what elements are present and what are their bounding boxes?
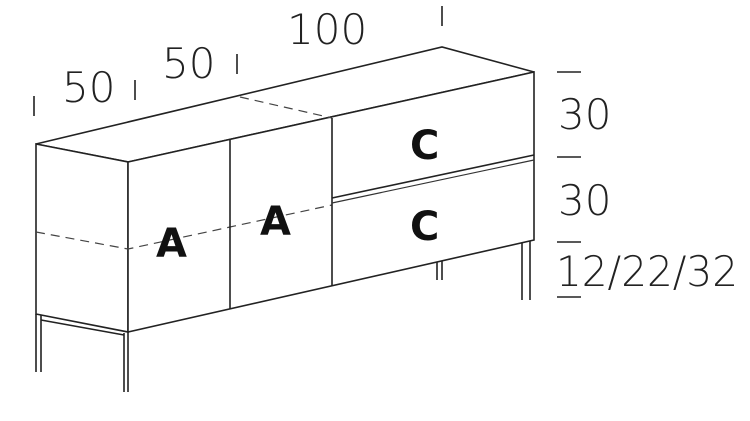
top-division-dashed-line	[239, 96, 333, 119]
module-label-door-middle: A	[260, 199, 291, 245]
sideboard-left-side	[35, 143, 129, 333]
dim-height-drawer-bottom: 30	[558, 176, 611, 225]
module-label-drawer-bottom: C	[410, 204, 439, 250]
drawer-divider-shadow	[331, 159, 535, 204]
dim-height-drawer-top: 30	[558, 90, 611, 139]
dim-height-legs: 12/22/32	[556, 247, 738, 296]
shelf-dashed-line	[35, 204, 333, 250]
module-label-drawer-top: C	[410, 123, 439, 169]
leg-frame-side	[40, 319, 125, 336]
drawer-divider	[331, 154, 535, 199]
module-label-door-left: A	[156, 221, 187, 267]
dim-width-right: 100	[287, 5, 367, 54]
dim-width-left-2: 50	[162, 39, 215, 88]
dim-width-left-1: 50	[62, 63, 115, 112]
